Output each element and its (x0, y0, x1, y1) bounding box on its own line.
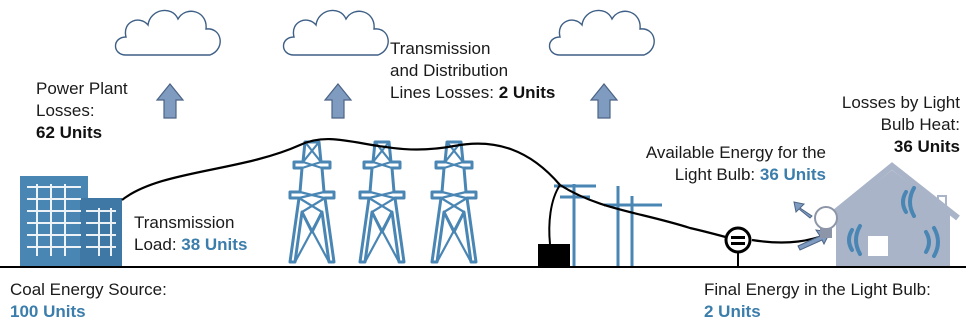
cloud-icon (114, 9, 221, 56)
cloud-icon (282, 9, 389, 56)
up-arrow-icon (590, 83, 618, 119)
power-line (121, 137, 739, 242)
transformer-icon (538, 244, 570, 266)
up-arrow-icon (324, 83, 352, 119)
tower-icon (430, 140, 478, 264)
meter-icon (724, 226, 752, 266)
light-bulb-icon (814, 206, 838, 238)
coal-source-label: Coal Energy Source: 100 Units (10, 280, 167, 321)
signal-waves-icon (847, 186, 940, 258)
up-left-arrow-icon (793, 201, 813, 219)
transmission-load-label: Transmission Load: 38 Units (134, 213, 248, 254)
final-energy-label: Final Energy in the Light Bulb: 2 Units (704, 280, 931, 321)
house-icon (826, 162, 960, 266)
bulb-heat-loss-label: Losses by Light Bulb Heat: 36 Units (841, 93, 960, 156)
building-icon (20, 176, 122, 266)
cloud-icon (548, 9, 655, 56)
available-energy-label: Available Energy for the Light Bulb: 36 … (645, 143, 826, 184)
utility-pole-icon (554, 184, 662, 266)
power-line (548, 184, 561, 245)
tower-icon (288, 140, 336, 264)
up-arrow-icon (156, 83, 184, 119)
tower-icon (358, 140, 406, 264)
transmission-distribution-loss-label: Transmission and Distribution Lines Loss… (390, 39, 556, 102)
power-plant-loss-label: Power Plant Losses: 62 Units (36, 79, 128, 142)
